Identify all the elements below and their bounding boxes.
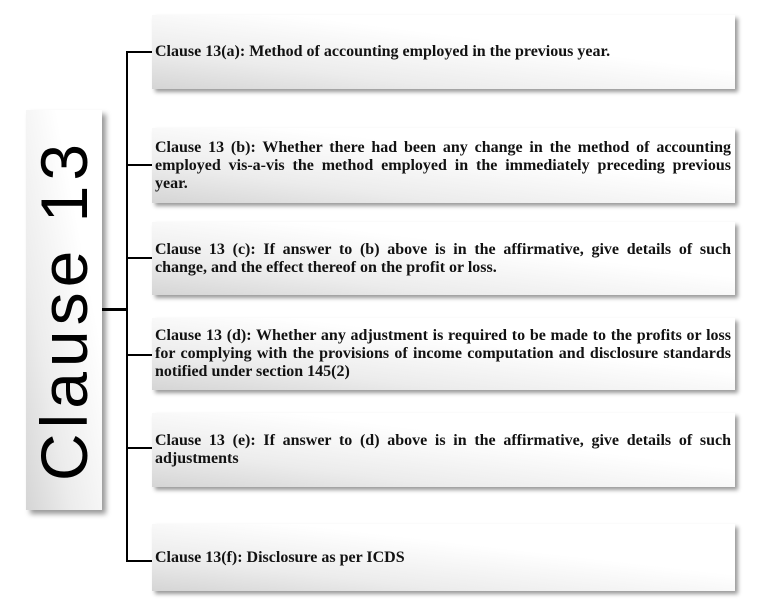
node-clause-13c: Clause 13 (c): If answer to (b) above is… [152,222,735,295]
connector-stub-13b [126,164,153,166]
connector-stub-13d [126,354,153,356]
node-clause-13d: Clause 13 (d): Whether any adjustment is… [152,318,735,390]
node-clause-13d-label: Clause 13 (d): Whether any adjustment is… [155,327,731,380]
node-clause-13f-label: Clause 13(f): Disclosure as per ICDS [155,548,405,566]
node-clause-13a: Clause 13(a): Method of accounting emplo… [152,15,735,89]
root-node-label: Clause 13 [27,138,102,482]
node-clause-13c-label: Clause 13 (c): If answer to (b) above is… [155,240,731,276]
root-node-clause-13: Clause 13 [26,110,102,510]
node-clause-13e-label: Clause 13 (e): If answer to (d) above is… [155,432,731,467]
node-clause-13b: Clause 13 (b): Whether there had been an… [152,128,735,203]
node-clause-13e: Clause 13 (e): If answer to (d) above is… [152,413,735,487]
node-clause-13f: Clause 13(f): Disclosure as per ICDS [152,524,735,591]
node-clause-13b-label: Clause 13 (b): Whether there had been an… [155,138,731,192]
connector-stub-13e [126,447,153,449]
connector-stub-13f [126,560,153,562]
connector-trunk [126,51,128,562]
node-clause-13a-label: Clause 13(a): Method of accounting emplo… [155,43,611,60]
connector-stub-13a [126,51,153,53]
connector-root [101,308,127,311]
connector-stub-13c [126,257,153,259]
